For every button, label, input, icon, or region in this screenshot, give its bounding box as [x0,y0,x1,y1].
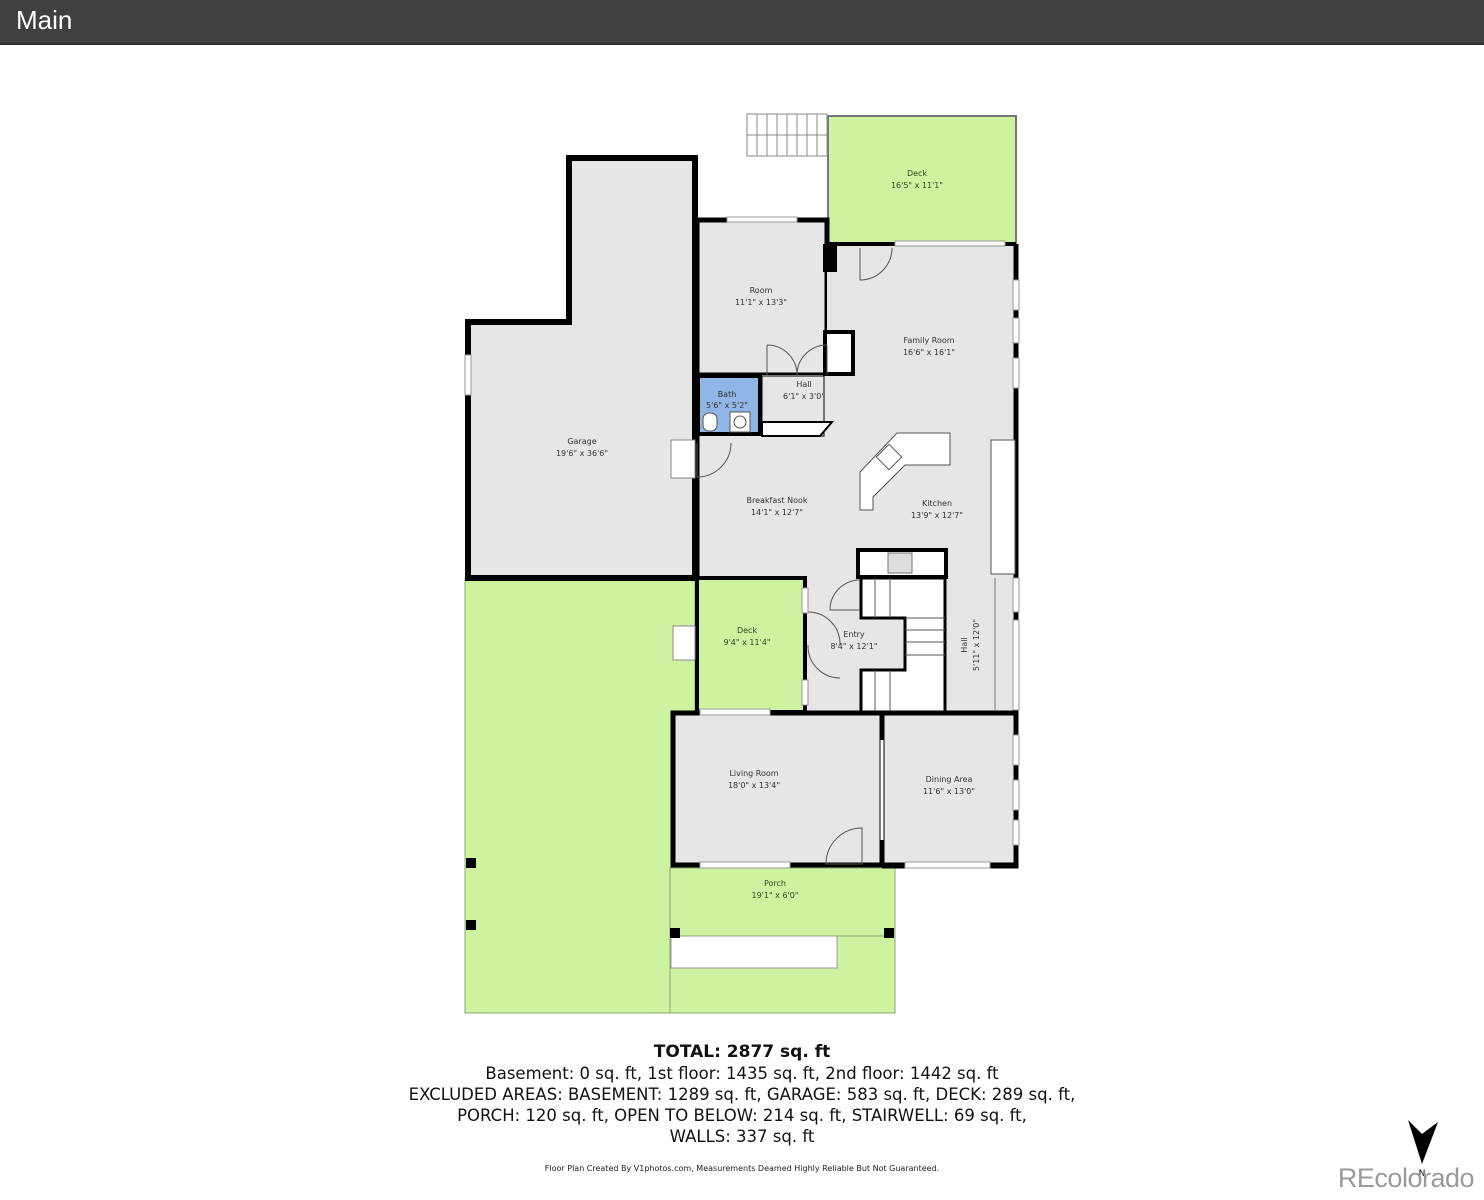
excluded-areas-2: PORCH: 120 sq. ft, OPEN TO BELOW: 214 sq… [457,1106,1027,1125]
porch-steps [670,935,838,969]
label-family-room: Family Room [903,336,954,345]
label-room: Room [750,286,773,295]
top-deck [827,115,1017,245]
label-hall-upper: Hall [796,380,811,389]
floor-title: Main [16,5,73,35]
label-hall-lower: Hall [960,637,969,652]
svg-text:14'1" x 12'7": 14'1" x 12'7" [751,508,803,517]
label-deck-top: Deck [907,169,927,178]
area-summary: TOTAL: 2877 sq. ft Basement: 0 sq. ft, 1… [0,1042,1484,1147]
north-label: N [1419,1169,1426,1178]
top-deck-stairs [746,113,828,157]
svg-text:9'4" x 11'4": 9'4" x 11'4" [723,638,770,647]
excluded-areas-1: EXCLUDED AREAS: BASEMENT: 1289 sq. ft, G… [408,1085,1076,1104]
north-arrow-icon: N [1408,1120,1438,1178]
kitchen-counter [990,439,1016,575]
room-labels: Deck 16'5" x 11'1" Room 11'1" x 13'3" Fa… [556,169,981,900]
side-yard-deck [464,577,696,1014]
label-dining-area: Dining Area [926,775,973,784]
garage [465,155,698,581]
label-garage: Garage [567,437,596,446]
door-swings [696,247,893,865]
room-bedroom [694,217,830,378]
label-living-room: Living Room [729,769,778,778]
svg-text:16'5" x 11'1": 16'5" x 11'1" [891,181,943,190]
svg-text:19'6" x 36'6": 19'6" x 36'6" [556,449,608,458]
label-entry: Entry [843,630,865,639]
watermark: REcolorado [1337,1163,1475,1193]
svg-text:18'0" x 13'4": 18'0" x 13'4" [728,781,780,790]
floor-areas: Basement: 0 sq. ft, 1st floor: 1435 sq. … [485,1064,999,1083]
svg-text:19'1" x 6'0": 19'1" x 6'0" [751,891,798,900]
svg-text:8'4" x 12'1": 8'4" x 12'1" [830,642,877,651]
svg-text:13'9" x 12'7": 13'9" x 12'7" [911,511,963,520]
credit-line: Floor Plan Created By V1photos.com, Meas… [544,1164,940,1173]
svg-text:6'1" x 3'0": 6'1" x 3'0" [783,392,825,401]
svg-text:5'6" x 5'2": 5'6" x 5'2" [706,401,748,410]
lower-deck [695,576,807,714]
floor-plan: Deck 16'5" x 11'1" Room 11'1" x 13'3" Fa… [464,113,1020,1014]
svg-text:11'1" x 13'3": 11'1" x 13'3" [735,298,787,307]
total-area: TOTAL: 2877 sq. ft [653,1042,831,1062]
label-bath: Bath [718,390,737,399]
label-deck-lower: Deck [737,626,757,635]
svg-text:5'11" x 12'0": 5'11" x 12'0" [972,619,981,671]
family-kitchen-block [827,244,1016,576]
label-kitchen: Kitchen [922,499,952,508]
svg-text:11'6" x 13'0": 11'6" x 13'0" [923,787,975,796]
excluded-areas-3: WALLS: 337 sq. ft [669,1127,815,1146]
title-bar: Main [0,0,1484,45]
living-room [670,710,885,868]
stairs [859,576,947,714]
dining-area [879,710,1019,868]
svg-text:16'6" x 16'1": 16'6" x 16'1" [903,348,955,357]
label-porch: Porch [764,879,786,888]
label-breakfast-nook: Breakfast Nook [746,496,807,505]
